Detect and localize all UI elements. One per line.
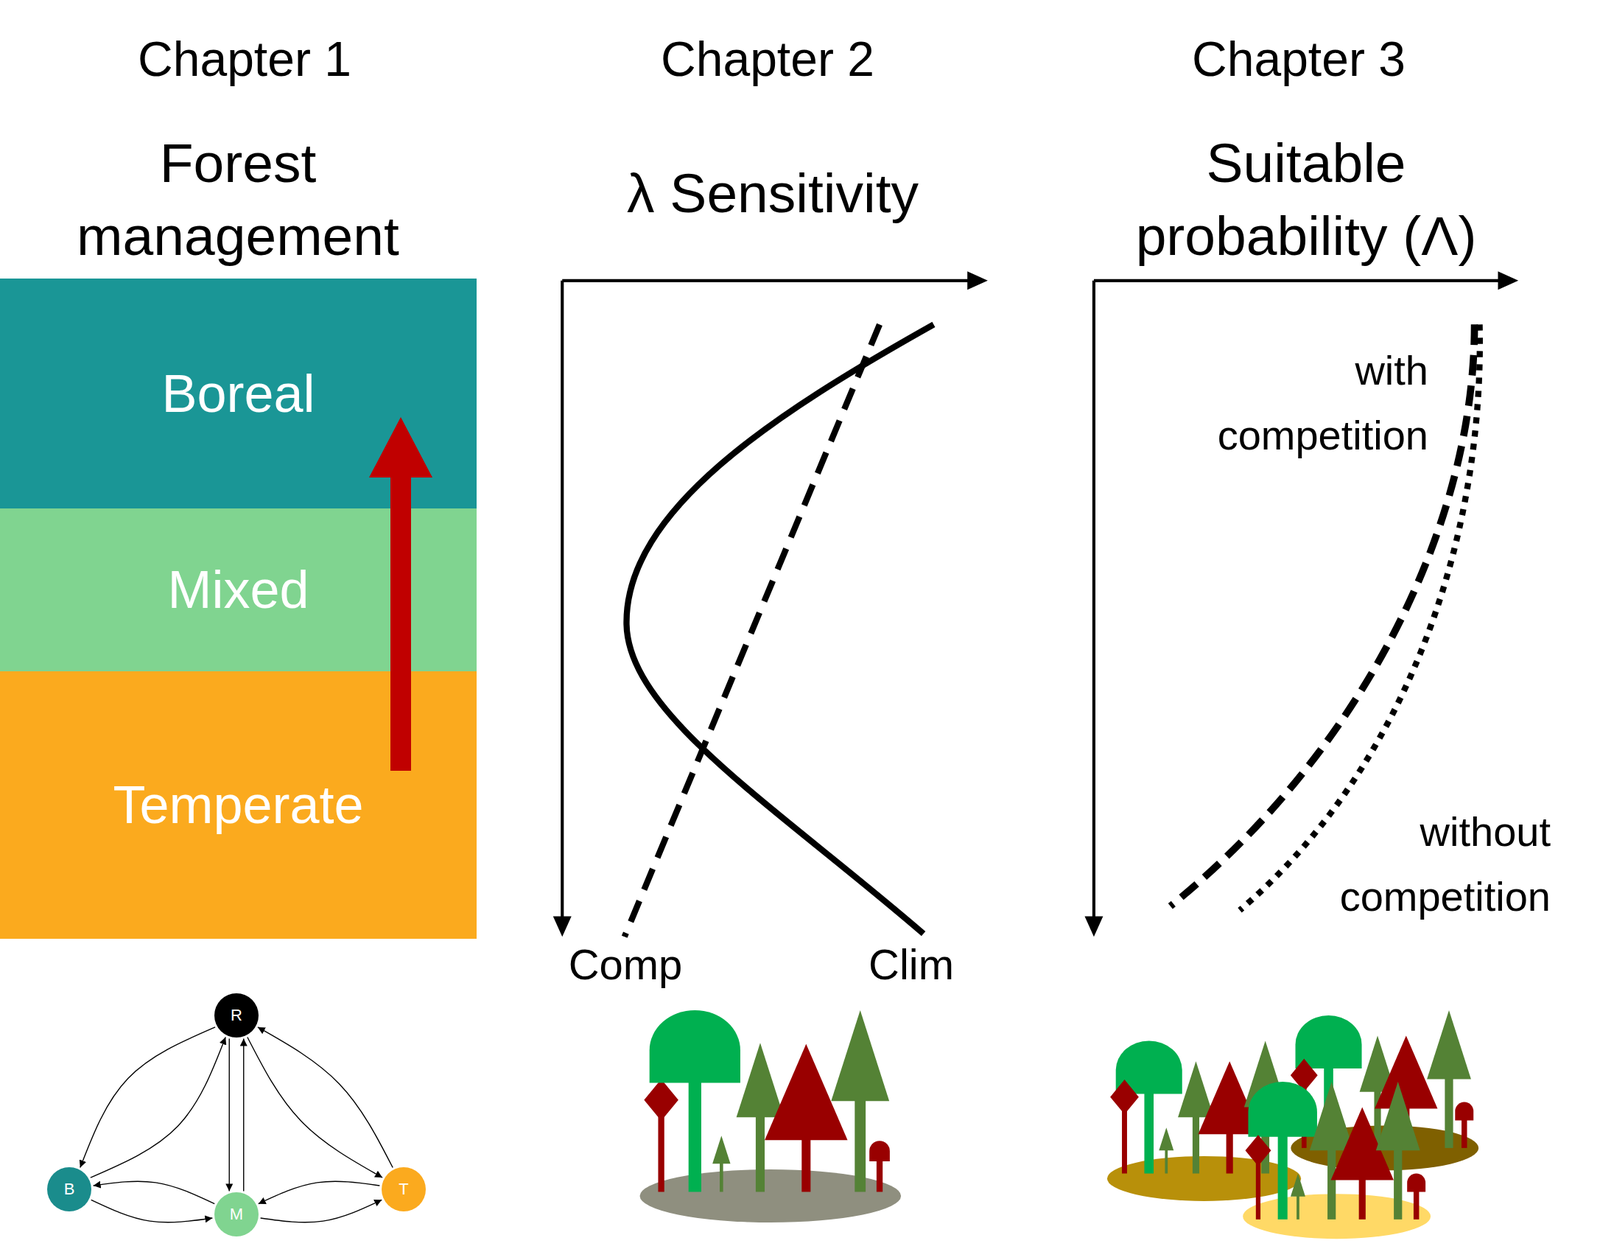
transition-arrow	[247, 1036, 383, 1178]
transition-arrow	[258, 1180, 381, 1203]
x-axis	[1093, 279, 1507, 283]
competition-line	[624, 324, 880, 937]
transition-arrow	[243, 1038, 244, 1192]
diamond-tree	[1110, 1079, 1139, 1173]
climate-curve	[626, 324, 934, 934]
shift-arrow-head	[369, 416, 433, 478]
state-circle: M	[214, 1191, 259, 1237]
chapter-heading: Chapter 1	[97, 29, 392, 89]
chapter-heading: Chapter 3	[1151, 29, 1447, 89]
red-conifer-tree	[1331, 1107, 1394, 1220]
state-circle: T	[381, 1166, 426, 1212]
conifer-tree	[712, 1135, 731, 1192]
circle-fill	[214, 1191, 259, 1237]
small-tree	[1406, 1173, 1426, 1220]
panel-title: λ Sensitivity	[551, 156, 994, 230]
panel-title: Suitable probability (Λ)	[1085, 126, 1528, 273]
biome-name: Mixed	[167, 557, 309, 621]
small-tree	[869, 1140, 890, 1192]
axis-arrowhead	[1497, 271, 1519, 290]
transition-arrow	[229, 1038, 230, 1192]
conifer-tree	[1376, 1081, 1421, 1220]
diamond-tree	[1245, 1134, 1272, 1220]
circle-fill	[214, 993, 259, 1038]
biome-name: Temperate	[112, 772, 364, 837]
transition-arrow	[257, 1026, 393, 1168]
y-axis	[1092, 280, 1096, 921]
broadleaf-tree	[649, 1009, 741, 1192]
curve-label: with competition	[1163, 338, 1429, 468]
forest-ground	[1107, 1155, 1301, 1201]
transition-arrow	[90, 1036, 226, 1178]
state-circle: R	[214, 993, 259, 1038]
conifer-tree	[1290, 1173, 1306, 1220]
y-axis	[560, 280, 564, 921]
axis-arrowhead	[553, 916, 572, 938]
forest-ground	[1242, 1193, 1431, 1239]
small-tree	[1454, 1102, 1474, 1148]
conifer-tree	[830, 1009, 890, 1192]
axis-label: Comp	[551, 938, 700, 991]
transition-arrow	[91, 1199, 213, 1222]
axis-arrowhead	[1084, 916, 1103, 938]
state-letter: T	[398, 1179, 409, 1199]
state-letter: M	[229, 1204, 244, 1224]
x-axis	[562, 279, 976, 283]
state-letter: B	[64, 1179, 76, 1199]
state-circle: B	[47, 1166, 92, 1212]
conifer-tree	[1158, 1127, 1174, 1173]
axis-arrowhead	[967, 271, 988, 290]
transition-arrow	[260, 1199, 383, 1222]
state-letter: R	[230, 1005, 243, 1025]
panel-title: Forest management	[16, 126, 459, 273]
biome-name: Boreal	[161, 361, 315, 426]
circle-fill	[381, 1166, 426, 1212]
curve-label: without competition	[1285, 799, 1551, 929]
diamond-tree	[643, 1079, 679, 1192]
chapter-heading: Chapter 2	[620, 29, 915, 89]
transition-arrow	[93, 1180, 216, 1203]
shift-arrow-shaft	[390, 475, 412, 771]
red-conifer-tree	[764, 1043, 848, 1192]
circle-fill	[47, 1166, 92, 1212]
axis-label: Clim	[837, 938, 985, 991]
transition-arrow	[80, 1026, 216, 1168]
